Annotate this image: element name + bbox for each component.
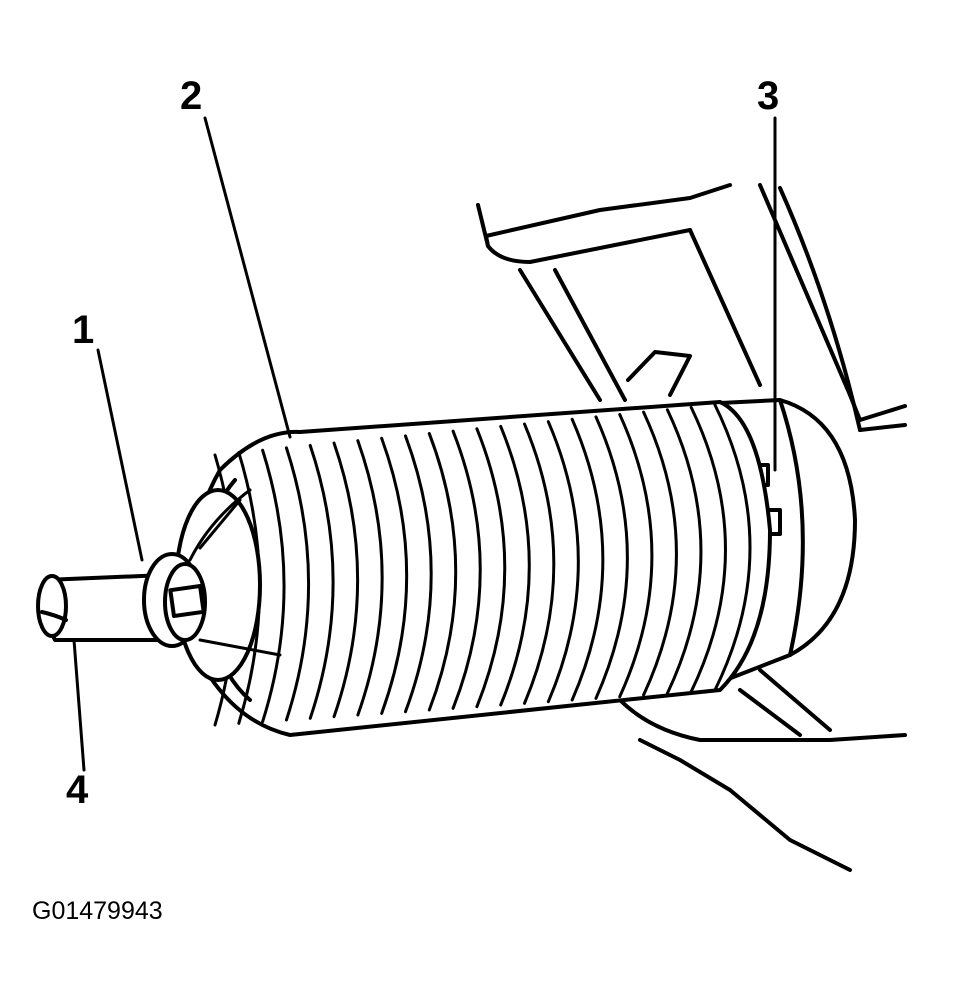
- boot-rib: [475, 427, 507, 709]
- callout-2: 2: [180, 74, 203, 118]
- bellows-boot: [174, 400, 772, 737]
- boot-rib: [380, 436, 409, 715]
- boot-rib: [618, 413, 654, 699]
- boot-rib: [594, 415, 629, 700]
- boot-rib: [665, 408, 703, 695]
- figure-id: G01479943: [32, 897, 163, 925]
- boot-rib: [546, 420, 580, 704]
- leader-lines: [72, 116, 777, 772]
- boot-rib: [523, 422, 556, 705]
- tie-rod-and-clamp: [36, 488, 282, 657]
- boot-rib: [284, 446, 310, 722]
- leader-1: [96, 348, 144, 562]
- boot-rib: [451, 429, 482, 710]
- frame-structure: [476, 183, 907, 872]
- leader-4: [72, 638, 86, 772]
- boot-rib: [261, 448, 286, 724]
- leader-2: [203, 116, 292, 439]
- boot-rib: [642, 410, 678, 697]
- callout-4: 4: [66, 768, 89, 812]
- boot-rib: [713, 403, 752, 692]
- boot-rib: [427, 432, 458, 712]
- boot-rib: [332, 441, 360, 719]
- boot-rib: [689, 405, 727, 694]
- callout-1: 1: [72, 308, 95, 352]
- boot-rib: [403, 434, 433, 714]
- boot-rib: [308, 443, 335, 720]
- callout-3: 3: [757, 74, 780, 118]
- boot-rib: [570, 417, 605, 702]
- boot-rib: [356, 439, 384, 717]
- boot-rib: [499, 424, 531, 707]
